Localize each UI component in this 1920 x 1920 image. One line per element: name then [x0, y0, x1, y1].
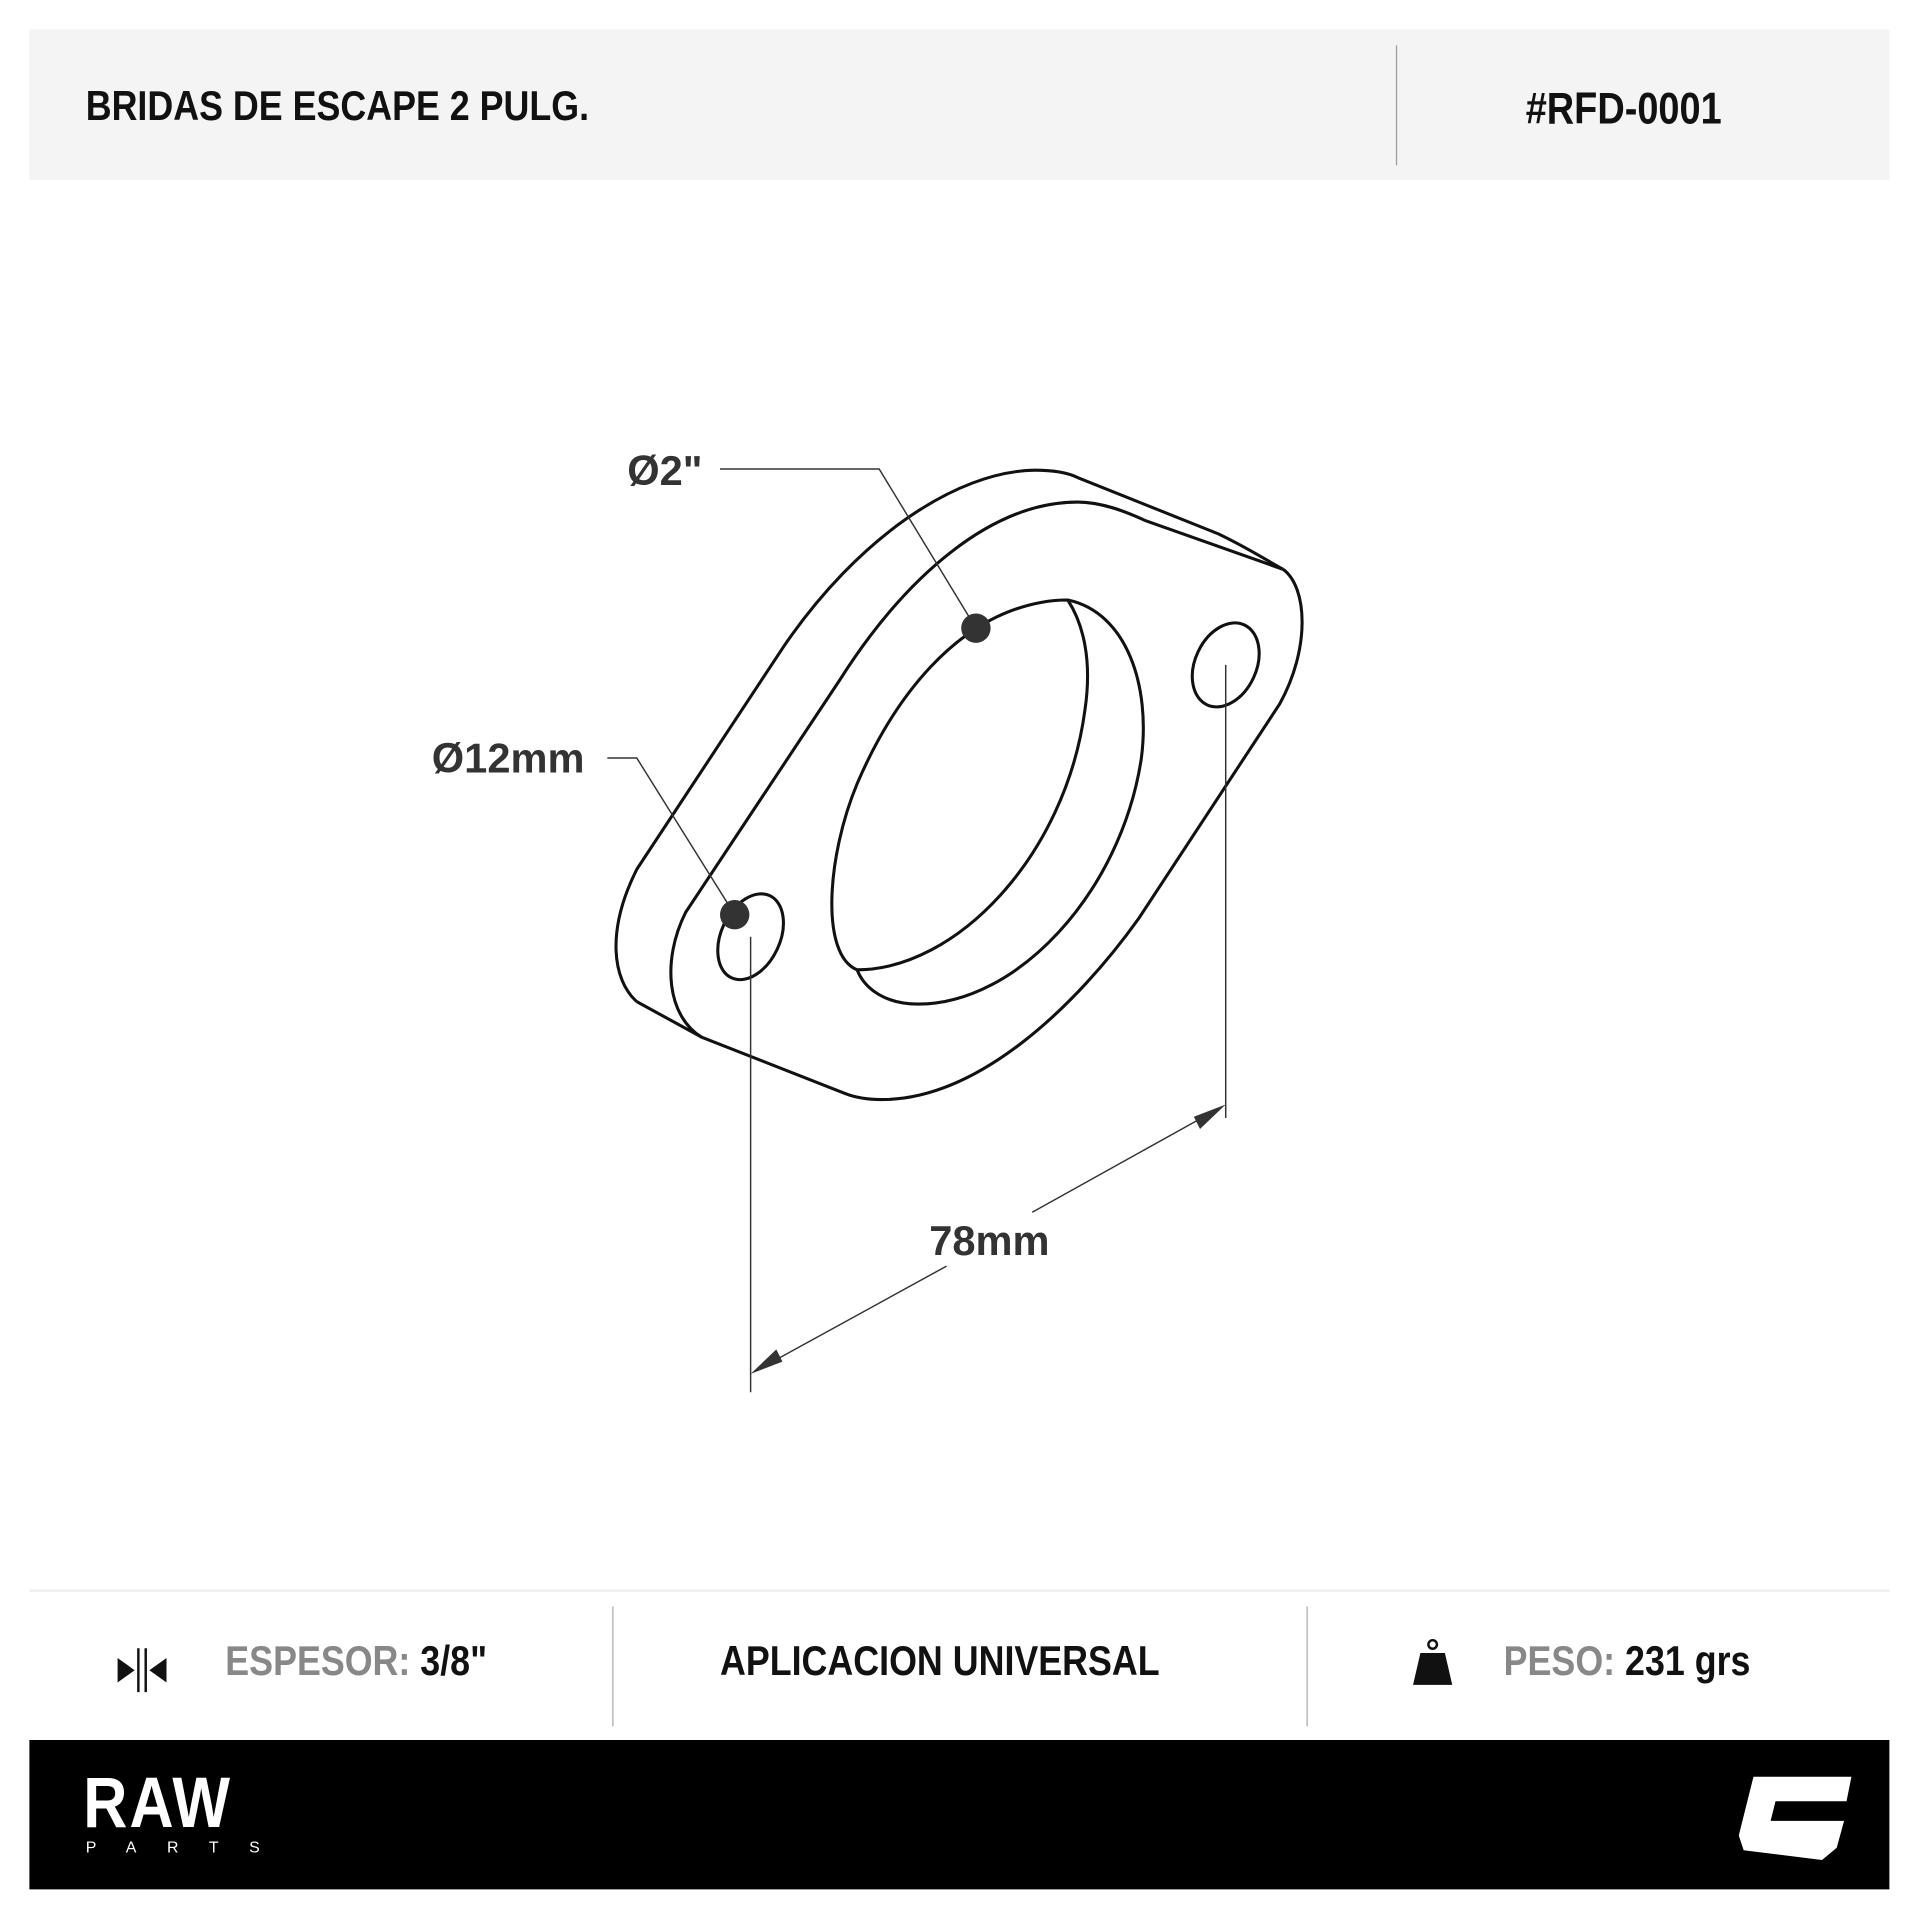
- thickness-label: ESPESOR:: [225, 1638, 411, 1685]
- bore-diameter-label: Ø2": [627, 447, 702, 494]
- footer-bar: RAW PARTS: [29, 1740, 1890, 1890]
- weight-icon: [1413, 1638, 1453, 1685]
- brand-logo-text: RAW: [83, 1763, 233, 1843]
- header-bar: BRIDAS DE ESCAPE 2 PULG. #RFD-0001: [29, 29, 1890, 181]
- header-divider: [1395, 45, 1398, 166]
- spec-divider: [1306, 1606, 1308, 1727]
- c-logo-icon: [1738, 1776, 1852, 1861]
- spec-divider: [612, 1606, 614, 1727]
- application-text: APLICACION UNIVERSAL: [720, 1638, 1160, 1685]
- product-title: BRIDAS DE ESCAPE 2 PULG.: [86, 83, 671, 131]
- flange-outline: [614, 468, 1304, 1102]
- product-title-text: BRIDAS DE ESCAPE 2 PULG.: [85, 83, 590, 130]
- weight-label: PESO:: [1503, 1638, 1616, 1685]
- product-code-text: #RFD-0001: [1525, 83, 1722, 134]
- brand-subtitle: PARTS: [85, 1837, 291, 1857]
- arrowhead-right-icon: [1193, 1104, 1226, 1129]
- dimension-lines: [607, 468, 1227, 1393]
- product-code: #RFD-0001: [1526, 83, 1754, 134]
- weight-value: 231 grs: [1625, 1638, 1751, 1685]
- bore-marker: [961, 613, 991, 643]
- brand-logo: RAW: [83, 1762, 256, 1844]
- arrowhead-left-icon: [750, 1349, 783, 1374]
- bolt-hole-marker: [720, 900, 750, 930]
- bolt-hole-right: [1190, 621, 1261, 709]
- thickness-icon: [117, 1648, 167, 1693]
- bolt-spacing-label: 78mm: [929, 1217, 1049, 1264]
- bolt-hole-diameter-label: Ø12mm: [432, 735, 585, 782]
- thickness-value: 3/8": [420, 1638, 488, 1685]
- spec-bar: ESPESOR: 3/8" APLICACION UNIVERSAL PESO:…: [29, 1589, 1890, 1741]
